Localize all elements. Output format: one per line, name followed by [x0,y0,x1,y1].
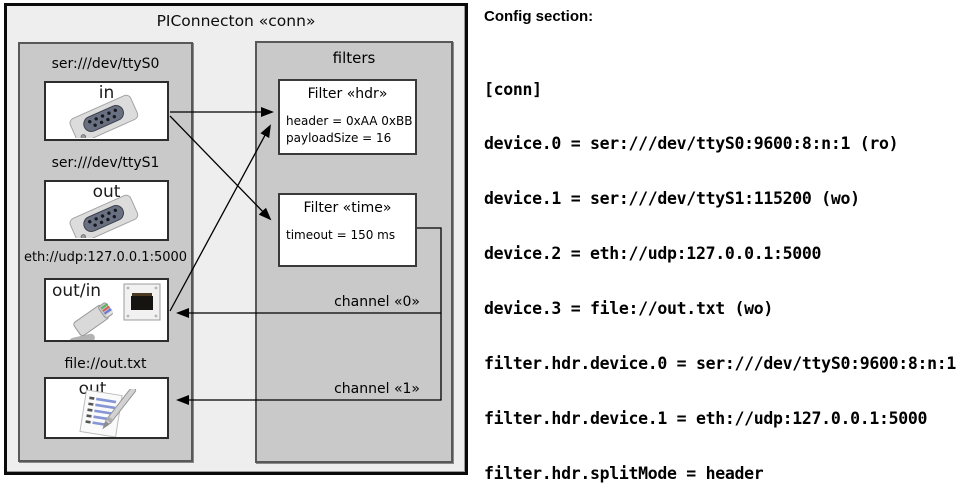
config-line: device.0 = ser:///dev/ttyS0:9600:8:n:1 (… [484,134,899,154]
filter-time-title: Filter «time» [303,200,392,216]
device-direction-label: out/in [52,281,102,301]
config-heading: Config section: [484,8,594,25]
filter-box-hdr: Filter «hdr» header = 0xAA 0xBB payloadS… [278,79,417,155]
ethernet-jack-icon [123,283,161,321]
config-line: filter.hdr.device.0 = ser:///dev/ttyS0:9… [484,354,957,374]
filter-box-time: Filter «time» timeout = 150 ms [278,193,417,267]
device-direction-label: out [92,182,121,202]
device-box-ttys0: in [44,81,169,141]
channel-0-label: channel «0» [334,294,420,310]
filter-time-properties: timeout = 150 ms [286,227,395,244]
device-uri-label-file: file://out.txt [64,356,147,372]
device-box-eth: out/in [44,278,169,342]
config-line: [conn] [484,79,542,99]
component-title: PIConnecton «conn» [156,12,316,30]
config-listing: [conn] device.0 = ser:///dev/ttyS0:9600:… [484,44,964,484]
device-direction-label: in [98,83,115,103]
serial-connector-icon [61,194,139,238]
devices-container: ser:///dev/ttyS0 in [18,42,193,462]
device-box-file: out [44,377,169,439]
channel-1-label: channel «1» [334,381,420,397]
device-uri-label-ttys1: ser:///dev/ttyS1 [51,155,160,171]
filter-property: header = 0xAA 0xBB [286,114,413,128]
config-line: filter.hdr.device.1 = eth://udp:127.0.0.… [484,408,928,428]
filter-hdr-properties: header = 0xAA 0xBB payloadSize = 16 [286,113,412,147]
config-line: device.2 = eth://udp:127.0.0.1:5000 [484,244,822,264]
ethernet-cable-icon [69,302,114,340]
filter-property: payloadSize = 16 [286,131,392,145]
filter-hdr-title: Filter «hdr» [307,86,388,102]
config-panel: Config section: [conn] device.0 = ser://… [484,6,962,483]
filters-title: filters [332,49,376,67]
serial-connector-icon [61,94,139,138]
device-uri-label-eth: eth://udp:127.0.0.1:5000 [23,250,188,265]
notepad-icon [79,389,137,437]
filters-container: filters Filter «hdr» header = 0xAA 0xBB … [255,41,453,463]
connection-component-box: PIConnecton «conn» ser:///dev/ttyS0 in [4,3,468,475]
config-line: filter.hdr.splitMode = header [484,463,764,483]
filter-property: timeout = 150 ms [286,228,396,242]
device-box-ttys1: out [44,180,169,241]
device-uri-label-ttys0: ser:///dev/ttyS0 [51,56,160,72]
config-line: device.1 = ser:///dev/ttyS1:115200 (wo) [484,189,860,209]
config-line: device.3 = file://out.txt (wo) [484,299,774,319]
